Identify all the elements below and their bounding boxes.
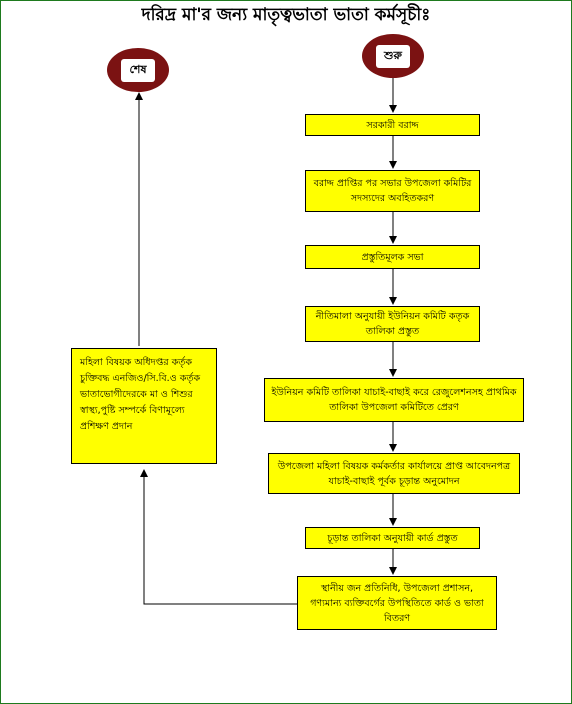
step-government-allocation: সরকারী বরাদ্দ [305, 114, 480, 136]
end-label: শেষ [121, 58, 155, 82]
diagram-title: দরিদ্র মা'র জন্য মাতৃত্বভাতা ভাতা কর্মসূ… [141, 5, 431, 25]
step-card-distribution: স্থানীয় জন প্রতিনিধি, উপজেলা প্রশাসন, গ… [297, 576, 497, 630]
start-node: শুরু [362, 34, 424, 78]
step-committee-notification: বরাদ্দ প্রাপ্তির পর সভার উপজেলা কমিটির স… [305, 170, 480, 212]
step-union-verification: ইউনিয়ন কমিটি তালিকা যাচাই-বাছাই করে রেজ… [264, 378, 524, 422]
end-node: শেষ [107, 48, 169, 92]
step-union-list-preparation: নীতিমালা অনুযায়ী ইউনিয়ন কমিটি কতৃক তাল… [305, 306, 480, 342]
start-label: শুরু [376, 44, 410, 68]
step-preparatory-meeting: প্রস্তুতিমূলক সভা [305, 245, 480, 269]
step-final-approval: উপজেলা মহিলা বিষয়ক কর্মকর্তার কার্যালয়… [268, 453, 520, 494]
step-training: মহিলা বিষয়ক অধিদপ্তর কর্তৃক চুক্তিবদ্ধ … [71, 348, 217, 464]
step-card-preparation: চূড়ান্ত তালিকা অনুযায়ী কার্ড প্রস্তুত [305, 527, 480, 549]
